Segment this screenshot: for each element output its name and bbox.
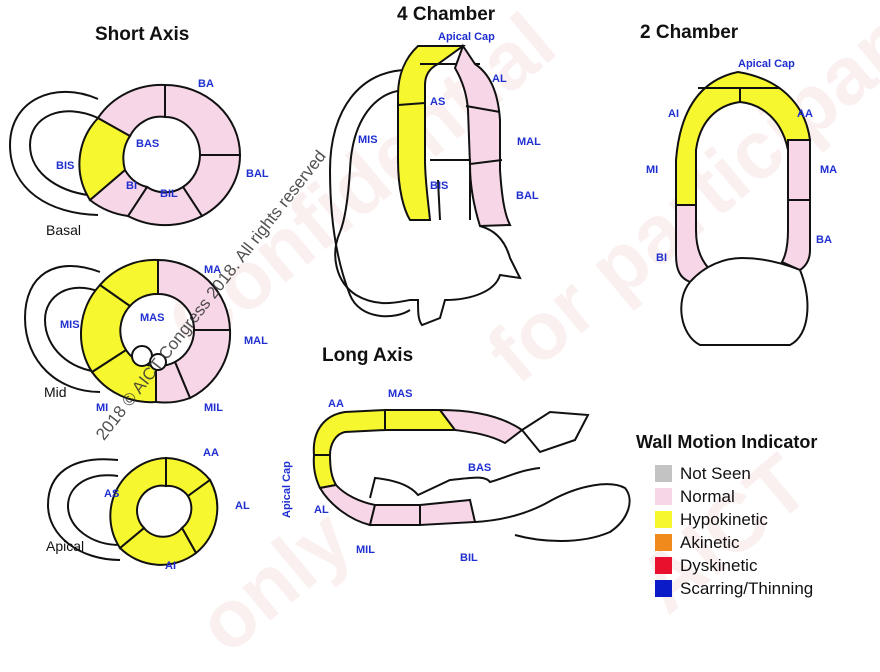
apical-level-label: Apical xyxy=(46,538,84,554)
segment-label: AA xyxy=(797,108,813,120)
segment-label: Apical Cap xyxy=(738,58,795,70)
segment-label: MAL xyxy=(517,136,541,148)
segment-label: BA xyxy=(816,234,832,246)
legend-swatch xyxy=(655,465,672,482)
segment-label: BAS xyxy=(136,138,159,150)
legend-swatch xyxy=(655,511,672,528)
basal-level-label: Basal xyxy=(46,222,81,238)
two-chamber-view xyxy=(676,72,810,345)
legend-item-not-seen: Not Seen xyxy=(655,462,813,485)
legend-item-akinetic: Akinetic xyxy=(655,531,813,554)
segment-label: BIL xyxy=(460,552,478,564)
legend-label: Not Seen xyxy=(680,464,751,484)
segment-label: BIL xyxy=(160,188,178,200)
two-chamber-title: 2 Chamber xyxy=(640,22,738,44)
legend-label: Akinetic xyxy=(680,533,740,553)
segment-label: AS xyxy=(104,488,119,500)
legend-label: Normal xyxy=(680,487,735,507)
segment-label: MIS xyxy=(358,134,378,146)
segment-label: BI xyxy=(126,180,137,192)
mid-level-label: Mid xyxy=(44,384,67,400)
legend-swatch xyxy=(655,580,672,597)
four-chamber-title: 4 Chamber xyxy=(397,4,495,26)
segment-label: MAS xyxy=(140,312,164,324)
segment-label: BI xyxy=(656,252,667,264)
segment-label: MA xyxy=(820,164,837,176)
segment-label: Apical Cap xyxy=(438,31,495,43)
segment-label: MI xyxy=(646,164,658,176)
segment-label: Apical Cap xyxy=(281,461,293,518)
long-axis-view xyxy=(314,410,630,541)
four-chamber-view xyxy=(330,46,520,325)
segment-label: AI xyxy=(668,108,679,120)
legend-label: Scarring/Thinning xyxy=(680,579,813,599)
legend-swatch xyxy=(655,557,672,574)
segment-label: AL xyxy=(492,73,507,85)
legend-item-scarring-thinning: Scarring/Thinning xyxy=(655,577,813,600)
segment-label: MAS xyxy=(388,388,412,400)
long-axis-title: Long Axis xyxy=(322,345,413,367)
segment-label: BIS xyxy=(56,160,74,172)
segment-label: MIL xyxy=(204,402,223,414)
segment-label: AA xyxy=(328,398,344,410)
segment-label: BAL xyxy=(516,190,539,202)
legend-item-normal: Normal xyxy=(655,485,813,508)
segment-label: AI xyxy=(165,560,176,572)
legend-item-dyskinetic: Dyskinetic xyxy=(655,554,813,577)
segment-label: AA xyxy=(203,447,219,459)
segment-label: AL xyxy=(235,500,250,512)
wall-motion-legend: Not Seen Normal Hypokinetic Akinetic Dys… xyxy=(655,462,813,600)
segment-label: MAL xyxy=(244,335,268,347)
short-axis-mid xyxy=(25,260,230,403)
segment-label: MIS xyxy=(60,319,80,331)
segment-label: AS xyxy=(430,96,445,108)
short-axis-basal xyxy=(10,85,240,225)
segment-label: BIS xyxy=(430,180,448,192)
segment-label: BA xyxy=(198,78,214,90)
segment-label: BAS xyxy=(468,462,491,474)
legend-label: Hypokinetic xyxy=(680,510,768,530)
segment-label: MIL xyxy=(356,544,375,556)
segment-label: AL xyxy=(314,504,329,516)
legend-swatch xyxy=(655,488,672,505)
segment-label: BAL xyxy=(246,168,269,180)
legend-item-hypokinetic: Hypokinetic xyxy=(655,508,813,531)
short-axis-title: Short Axis xyxy=(95,24,189,46)
legend-swatch xyxy=(655,534,672,551)
legend-title: Wall Motion Indicator xyxy=(636,432,817,453)
legend-label: Dyskinetic xyxy=(680,556,757,576)
